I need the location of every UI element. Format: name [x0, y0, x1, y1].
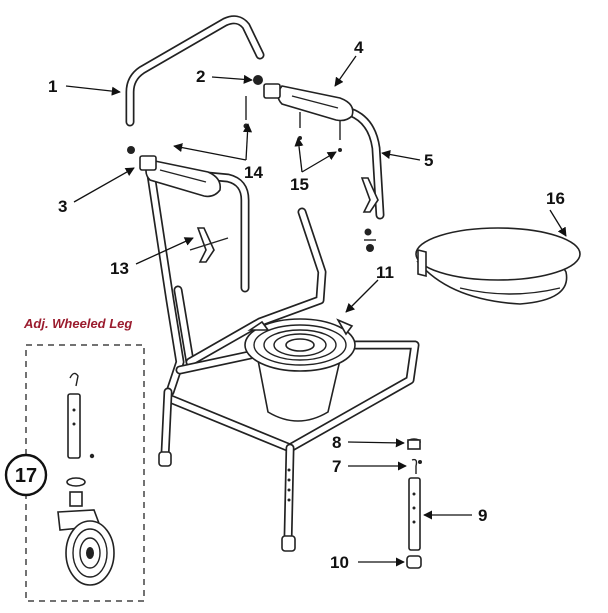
callout-15: 15 — [290, 175, 309, 194]
commode-frame-icon — [145, 95, 420, 552]
inset-title: Adj. Wheeled Leg — [23, 316, 132, 331]
callout-9: 9 — [478, 506, 487, 525]
clip-right-icon — [360, 177, 379, 252]
callout-labels: 1 2 3 4 5 7 8 9 10 11 13 14 15 16 — [48, 38, 565, 572]
extension-leg-icon — [406, 438, 422, 569]
callout-16: 16 — [546, 189, 565, 208]
callout-17: 17 — [15, 465, 37, 487]
callout-3: 3 — [58, 197, 67, 216]
callout-5: 5 — [424, 151, 433, 170]
callout-10: 10 — [330, 553, 349, 572]
backrest-bar-icon — [125, 15, 265, 127]
clip-left-icon — [189, 227, 229, 263]
leader-lines — [65, 55, 567, 567]
armrest-pad-left-icon — [139, 155, 222, 198]
callout-2: 2 — [196, 67, 205, 86]
lid-icon — [415, 227, 581, 305]
callout-14: 14 — [244, 163, 263, 182]
callout-17-circle — [4, 453, 48, 497]
callout-8: 8 — [332, 433, 341, 452]
callout-13: 13 — [110, 259, 129, 278]
callout-11: 11 — [376, 263, 394, 282]
caster-wheel-icon — [57, 372, 115, 586]
armrest-pad-right-icon — [253, 75, 354, 122]
callout-4: 4 — [354, 38, 364, 57]
commode-pail-icon — [244, 318, 356, 422]
callout-7: 7 — [332, 457, 341, 476]
callout-1: 1 — [48, 77, 57, 96]
